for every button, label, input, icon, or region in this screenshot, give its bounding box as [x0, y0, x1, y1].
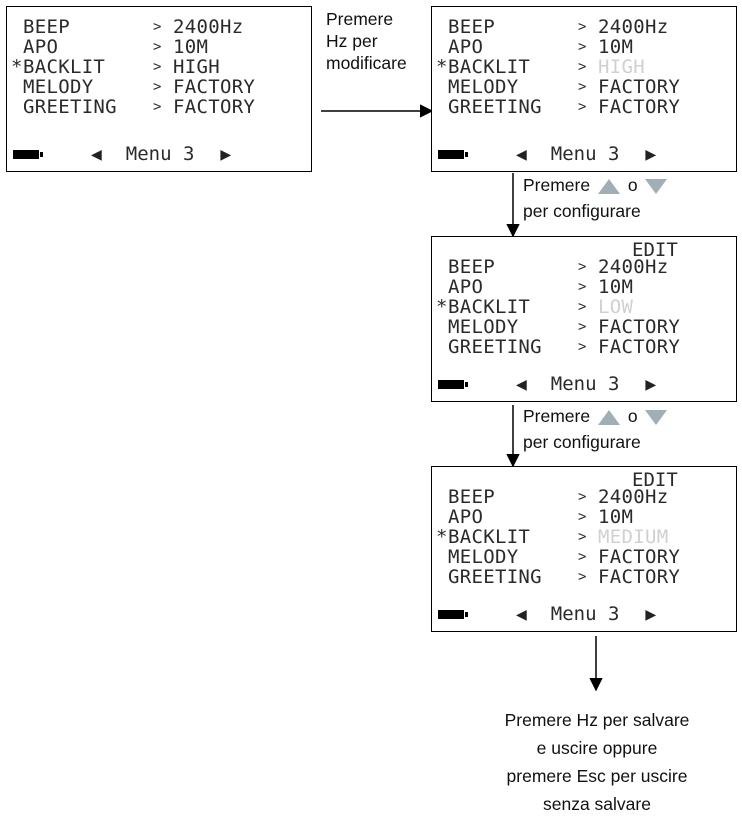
lcd-status-bar: ◀ Menu 3 ▶	[438, 603, 730, 625]
lcd-status-bar: ◀ Menu 3 ▶	[438, 143, 730, 165]
lcd-screen-1: BEEP>2400Hz APO>10M *BACKLIT>HIGH MELODY…	[6, 6, 312, 172]
right-triangle-icon: ▶	[645, 145, 657, 162]
menu-label: Menu 3	[550, 143, 620, 165]
annotation-step1: Premere Hz per modificare	[326, 9, 407, 73]
down-arrow-key-icon	[645, 178, 668, 194]
lcd-screen-4: EDIT BEEP>2400Hz APO>10M *BACKLIT>MEDIUM…	[431, 466, 737, 632]
lcd-row-selected: *BACKLIT>HIGH	[436, 56, 645, 78]
lcd-row-selected: *BACKLIT>LOW	[436, 296, 634, 318]
lcd-row: GREETING>FACTORY	[448, 96, 681, 118]
right-triangle-icon: ▶	[645, 605, 657, 622]
left-triangle-icon: ◀	[516, 145, 527, 162]
lcd-row-selected: *BACKLIT>HIGH	[11, 56, 220, 78]
lcd-row: MELODY>FACTORY	[448, 546, 681, 568]
edit-indicator: EDIT	[632, 469, 678, 491]
up-arrow-key-icon	[597, 409, 620, 425]
down-arrow-key-icon	[645, 409, 668, 425]
right-triangle-icon: ▶	[220, 145, 232, 162]
right-triangle-icon: ▶	[645, 375, 657, 392]
lcd-row: MELODY>FACTORY	[448, 76, 681, 98]
lcd-row: BEEP>2400Hz	[448, 486, 669, 508]
lcd-row: GREETING>FACTORY	[448, 336, 681, 358]
lcd-row: MELODY>FACTORY	[23, 76, 256, 98]
menu-label: Menu 3	[125, 143, 195, 165]
lcd-status-bar: ◀ Menu 3 ▶	[13, 143, 305, 165]
battery-icon	[438, 379, 468, 389]
left-triangle-icon: ◀	[516, 605, 527, 622]
battery-icon	[438, 149, 468, 159]
left-triangle-icon: ◀	[516, 375, 527, 392]
battery-icon	[438, 609, 468, 619]
battery-icon	[13, 149, 43, 159]
menu-label: Menu 3	[550, 373, 620, 395]
lcd-row: BEEP>2400Hz	[448, 16, 669, 38]
up-arrow-key-icon	[597, 178, 620, 194]
lcd-row: APO>10M	[448, 506, 634, 528]
menu-label: Menu 3	[550, 603, 620, 625]
lcd-screen-3: EDIT BEEP>2400Hz APO>10M *BACKLIT>LOW ME…	[431, 236, 737, 402]
lcd-row: MELODY>FACTORY	[448, 316, 681, 338]
lcd-row: BEEP>2400Hz	[23, 16, 244, 38]
lcd-row: BEEP>2400Hz	[448, 256, 669, 278]
left-triangle-icon: ◀	[91, 145, 102, 162]
lcd-status-bar: ◀ Menu 3 ▶	[438, 373, 730, 395]
annotation-final: Premere Hz per salvare e uscire oppure p…	[504, 710, 690, 814]
lcd-screen-2: BEEP>2400Hz APO>10M *BACKLIT>HIGH MELODY…	[431, 6, 737, 172]
edit-indicator: EDIT	[632, 239, 678, 261]
lcd-row: GREETING>FACTORY	[448, 566, 681, 588]
lcd-row-selected: *BACKLIT>MEDIUM	[436, 526, 669, 548]
annotation-step2: Premere o per configurare	[523, 174, 670, 222]
lcd-row: APO>10M	[448, 276, 634, 298]
lcd-row: APO>10M	[448, 36, 634, 58]
lcd-row: APO>10M	[23, 36, 209, 58]
lcd-row: GREETING>FACTORY	[23, 96, 256, 118]
annotation-step3: Premere o per configurare	[523, 405, 670, 453]
